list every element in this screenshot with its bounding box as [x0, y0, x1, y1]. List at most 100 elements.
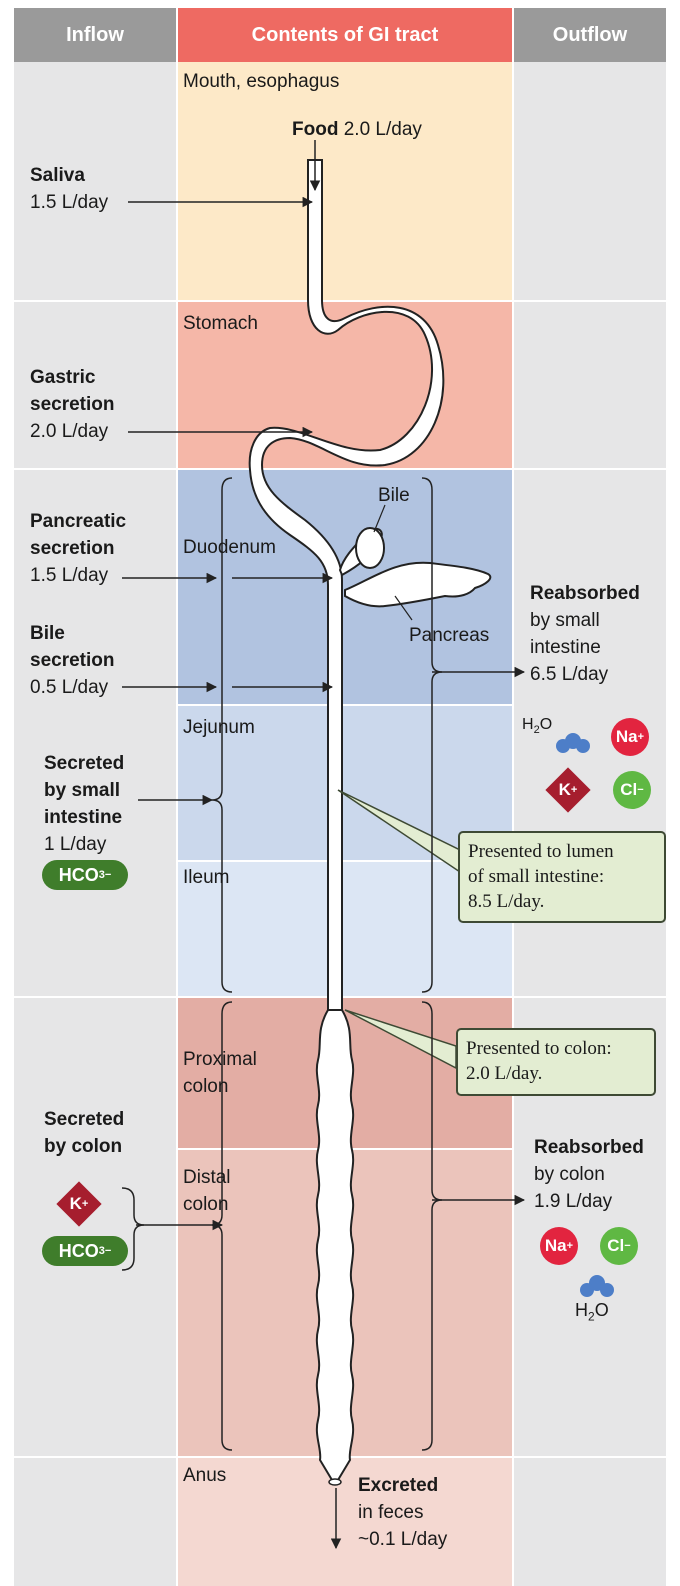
callout-lumen-pointer: [337, 789, 461, 874]
bracket-colon-ions: [121, 1187, 145, 1271]
outflow-amount: ~0.1 L/day: [358, 1529, 448, 1550]
callout-small-intestine: Presented to lumen of small intestine: 8…: [458, 831, 666, 923]
ion-base: Na: [544, 1236, 567, 1255]
inflow-name: Secreted: [44, 1109, 125, 1130]
inflow-bile: Bile secretion 0.5 L/day: [30, 620, 114, 701]
inflow-amount: 0.5 L/day: [30, 677, 109, 698]
outflow-title: Reabsorbed: [534, 1137, 644, 1158]
region-label-stomach: Stomach: [183, 313, 258, 334]
inflow-name: Saliva: [30, 165, 85, 186]
outflow-line: by small: [530, 610, 600, 631]
cl-ion-icon: Cl−: [613, 771, 651, 809]
h2o-sub: 2: [588, 1309, 595, 1324]
region-label-distal-colon: Distal colon: [183, 1164, 231, 1218]
region-label-line: colon: [183, 1194, 229, 1215]
outflow-amount: 1.9 L/day: [534, 1191, 613, 1212]
callout-line: Presented to lumen: [468, 841, 614, 862]
region-label-mouth: Mouth, esophagus: [183, 71, 340, 92]
outflow-colon: Reabsorbed by colon 1.9 L/day: [534, 1134, 644, 1215]
k-ion-label: K+: [56, 1181, 102, 1227]
outflow-line: intestine: [530, 637, 601, 658]
outflow-line: in feces: [358, 1502, 424, 1523]
region-label-line: Proximal: [183, 1049, 257, 1070]
h2o-h: H: [522, 716, 534, 733]
header-contents: Contents of GI tract: [178, 8, 512, 62]
region-label-duodenum: Duodenum: [183, 537, 276, 558]
water-molecule-icon: [556, 733, 590, 753]
region-label-anus: Anus: [183, 1465, 227, 1486]
inflow-name: by small: [44, 780, 121, 801]
ion-sup: −: [104, 1245, 112, 1257]
inflow-saliva: Saliva 1.5 L/day: [30, 162, 108, 216]
pancreas-leader: [394, 595, 413, 621]
ion-base: K: [69, 1194, 82, 1213]
inflow-name: secretion: [30, 650, 115, 671]
ileum-region-bg: [178, 862, 512, 996]
ion-sub: 3: [98, 1245, 105, 1257]
inflow-gastric: Gastric secretion 2.0 L/day: [30, 364, 114, 445]
region-label-proximal-colon: Proximal colon: [183, 1046, 257, 1100]
ion-base: K: [558, 780, 571, 799]
anus-region-bg: [178, 1458, 512, 1586]
mouth-region-bg: [178, 62, 512, 300]
separator: [14, 468, 666, 470]
inflow-amount: 1.5 L/day: [30, 565, 109, 586]
food-label: Food 2.0 L/day: [292, 116, 422, 143]
ion-sup: −: [624, 1240, 631, 1252]
na-ion-icon: Na+: [611, 718, 649, 756]
inflow-amount: 2.0 L/day: [30, 421, 109, 442]
inflow-amount: 1 L/day: [44, 834, 107, 855]
outflow-small-intestine: Reabsorbed by small intestine 6.5 L/day: [530, 580, 640, 688]
ion-base: Cl: [620, 780, 638, 799]
outflow-title: Excreted: [358, 1475, 439, 1496]
callout-line: 2.0 L/day.: [466, 1063, 543, 1084]
inflow-name: secretion: [30, 394, 115, 415]
inflow-name: by colon: [44, 1136, 123, 1157]
bracket-colon-left: [211, 1001, 233, 1451]
bracket-small-intestine-right: [421, 477, 443, 993]
food-title: Food: [292, 119, 339, 140]
callout-line: 8.5 L/day.: [468, 891, 545, 912]
anus-opening: [328, 1478, 342, 1486]
na-ion-icon: Na+: [540, 1227, 578, 1265]
ion-sup: +: [637, 731, 645, 743]
callout-colon-pointer: [344, 1009, 457, 1070]
ion-sup: +: [81, 1198, 89, 1210]
colon-shape: [315, 1009, 355, 1481]
inflow-name: Gastric: [30, 367, 96, 388]
ion-sup: +: [566, 1240, 574, 1252]
water-label: H2O: [575, 1300, 609, 1324]
water-label: H2O: [522, 716, 552, 736]
outflow-title: Reabsorbed: [530, 583, 640, 604]
food-amount: 2.0 L/day: [343, 119, 422, 140]
organ-label-pancreas: Pancreas: [409, 625, 490, 646]
stomach-region-bg: [178, 302, 512, 468]
inflow-name: intestine: [44, 807, 123, 828]
gallbladder-sac: [355, 527, 385, 569]
callout-colon: Presented to colon: 2.0 L/day.: [456, 1028, 656, 1096]
h2o-sub: 2: [533, 724, 540, 737]
bile-leader: [373, 504, 386, 533]
jejunum-region-bg: [178, 706, 512, 860]
k-ion-label: K+: [545, 767, 591, 813]
inflow-column-bg: [14, 62, 176, 1586]
header-inflow: Inflow: [14, 8, 176, 62]
outflow-column-bg: [514, 62, 666, 1586]
ion-base: Cl: [607, 1236, 625, 1255]
bracket-small-intestine-left: [211, 477, 233, 993]
h2o-h: H: [575, 1300, 588, 1320]
outflow-line: by colon: [534, 1164, 605, 1185]
ion-base: HCO: [58, 1240, 99, 1261]
region-label-line: colon: [183, 1076, 229, 1097]
h2o-o: O: [539, 716, 553, 733]
region-label-jejunum: Jejunum: [183, 717, 255, 738]
callout-line: of small intestine:: [468, 866, 605, 887]
inflow-small-intestine: Secreted by small intestine 1 L/day: [44, 750, 124, 858]
water-molecule-icon: [580, 1275, 614, 1297]
ion-sup: +: [570, 784, 578, 796]
inflow-amount: 1.5 L/day: [30, 192, 109, 213]
inflow-name: Secreted: [44, 753, 125, 774]
